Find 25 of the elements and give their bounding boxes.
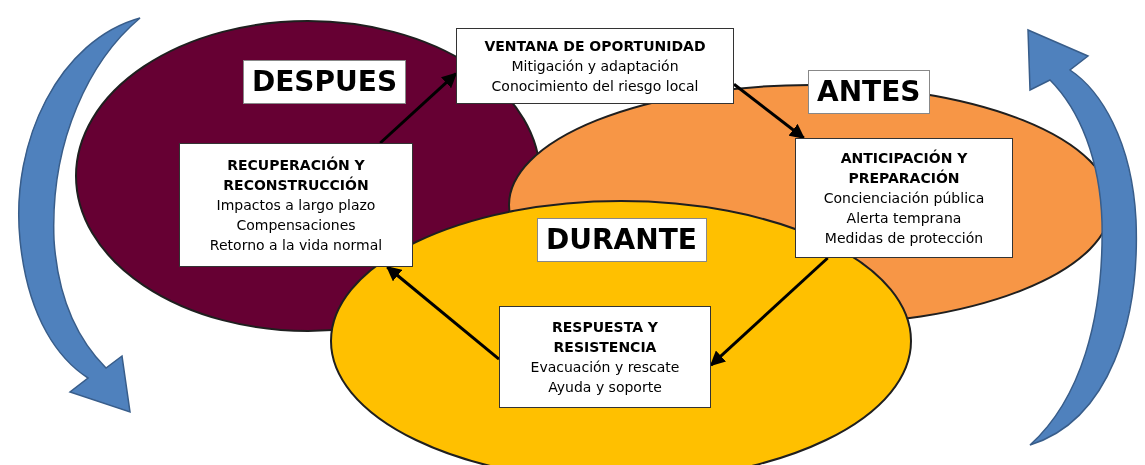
box-item: Compensaciones [235,216,357,235]
box-heading: RESPUESTA Y RESISTENCIA [551,318,659,357]
arrow [709,256,829,367]
box-item: Impactos a largo plazo [215,196,377,215]
box-item: Evacuación y rescate [529,358,681,377]
box-item: Medidas de protección [823,229,985,248]
text-box [179,143,413,267]
box-item: Conocimiento del riesgo local [490,77,700,96]
box-heading: ANTICIPACIÓN Y PREPARACIÓN [839,148,969,188]
phase-label: DESPUES [243,60,407,104]
box-item: Alerta temprana [845,209,963,228]
box-item: Retorno a la vida normal [208,236,384,255]
phase-label: ANTES [808,70,930,114]
box-heading: VENTANA DE OPORTUNIDAD [483,37,707,56]
box-item: Ayuda y soporte [547,378,663,397]
box-item: Concienciación pública [822,189,986,208]
arrow [379,72,458,145]
text-box [456,28,734,104]
box-item: Mitigación y adaptación [510,57,680,76]
text-box [499,306,711,408]
box-heading: RECUPERACIÓN Y RECONSTRUCCIÓN [222,155,370,195]
phase-label: DURANTE [537,218,707,262]
text-box [795,138,1013,258]
arrow [386,265,500,361]
arrow [733,83,805,140]
